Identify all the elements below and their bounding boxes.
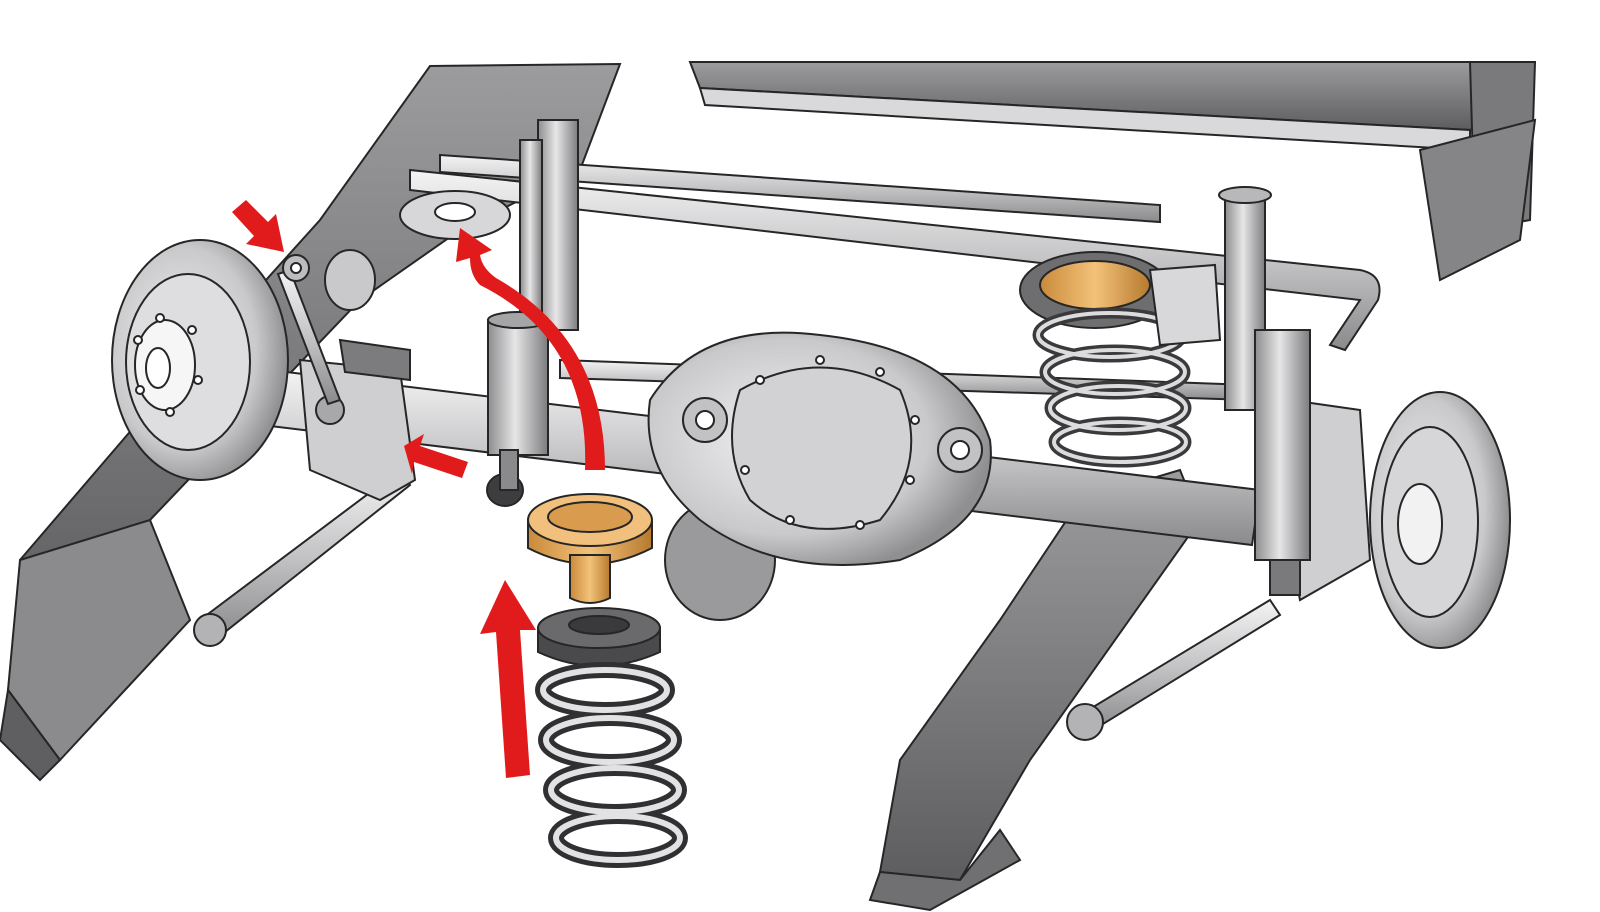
axle-bracket-left xyxy=(298,338,417,502)
coil-spring-left-exploded xyxy=(535,662,688,868)
callout-arrow-spring-install xyxy=(480,580,536,778)
callout-arrow-shock-mount xyxy=(404,434,468,478)
coil-spring-right xyxy=(1019,251,1192,468)
brake-rotor-left xyxy=(111,239,289,481)
spring-isolator xyxy=(537,607,661,667)
shock-absorber-left xyxy=(486,119,579,507)
lower-control-arm-right xyxy=(1066,598,1282,741)
brake-rotor-right xyxy=(1369,391,1511,649)
callout-arrow-sway-bar-link xyxy=(232,200,284,252)
coil-spring-spacer xyxy=(527,493,653,604)
callout-arrow-jounce-bumper xyxy=(456,228,605,470)
track-bar xyxy=(409,168,1381,352)
differential-housing xyxy=(647,331,992,621)
upper-spring-seat-left xyxy=(399,190,511,240)
sway-bar-end-link xyxy=(276,249,376,406)
lower-control-arm-left xyxy=(193,468,412,647)
shock-absorber-right xyxy=(1218,186,1311,596)
frame-rail-right xyxy=(868,118,1537,912)
